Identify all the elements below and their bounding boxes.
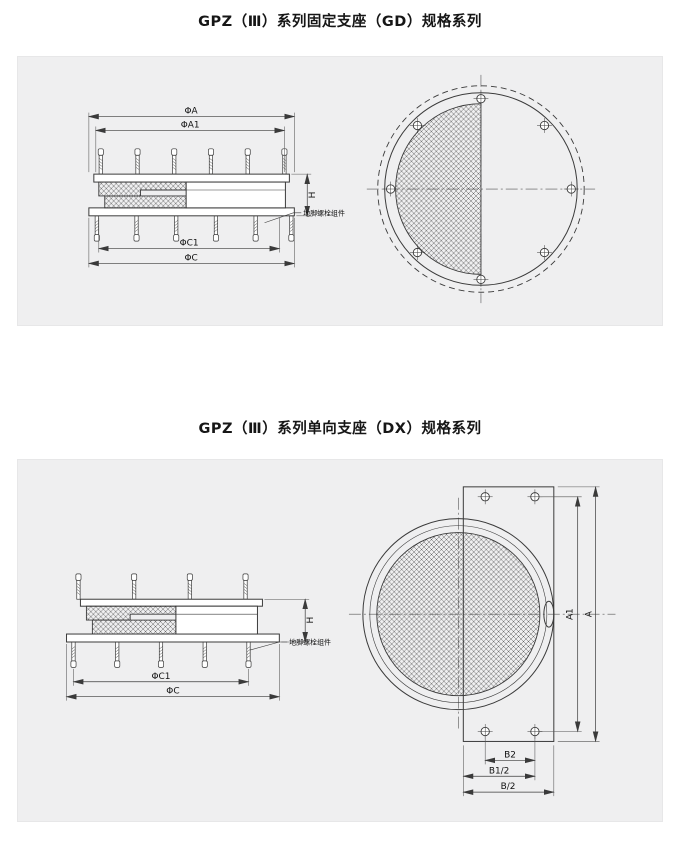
gd-drawing-panel: ΦA ΦA1 ΦC1 ΦC H 地脚螺栓组件 (17, 56, 663, 326)
dim-label-a1: A1 (566, 608, 576, 620)
dim-label-h: H (306, 617, 316, 624)
sectioned-pot-body (104, 195, 187, 209)
dim-label-phi-a: ΦA (185, 107, 199, 117)
dim-label-a: A (585, 610, 595, 617)
anchor-bolts-top (75, 573, 249, 600)
dx-series-title: GPZ（Ⅲ）系列单向支座（DX）规格系列 (198, 421, 482, 437)
bottom-anchor-plate (66, 633, 280, 643)
dim-label-phi-c1: ΦC1 (152, 672, 171, 682)
dx-cross-section-dimensions: H 地脚螺栓组件 ΦC1 ΦC (65, 598, 331, 701)
anchor-bolts-top (97, 148, 288, 175)
anchor-bolts-bottom (70, 641, 252, 668)
sectioned-upper-plate (98, 181, 187, 197)
dim-label-h: H (308, 192, 318, 199)
anchor-bolt-label: 地脚螺栓组件 (303, 208, 345, 217)
sectioned-disc (376, 532, 541, 697)
top-anchor-plate (79, 598, 263, 607)
dim-label-b1-2: B1/2 (489, 766, 510, 776)
sectioned-pot-body (91, 619, 177, 635)
gd-technical-drawing: ΦA ΦA1 ΦC1 ΦC H 地脚螺栓组件 (87, 74, 596, 304)
dx-plan-dimensions: A1 A B2 B1/2 B/2 (462, 485, 600, 797)
sectioned-half-disc (395, 103, 482, 275)
dim-label-phi-c1: ΦC1 (180, 239, 199, 249)
sectioned-upper-plate (85, 605, 177, 621)
gd-plan-view (366, 74, 596, 304)
dx-plan-view (348, 486, 616, 742)
dim-label-phi-c: ΦC (166, 687, 179, 697)
bottom-anchor-plate (88, 207, 295, 217)
bearing-body-outside-view (185, 181, 286, 209)
dx-technical-drawing: H 地脚螺栓组件 ΦC1 ΦC A1 (65, 485, 616, 797)
dim-label-phi-a1: ΦA1 (181, 120, 200, 130)
dx-drawing-panel: H 地脚螺栓组件 ΦC1 ΦC A1 (17, 459, 663, 822)
gd-cross-section-view (88, 148, 295, 242)
gd-series-title: GPZ（Ⅲ）系列固定支座（GD）规格系列 (198, 14, 482, 30)
anchor-bolt-label: 地脚螺栓组件 (289, 637, 331, 646)
bearing-body-outside-view (175, 605, 258, 635)
guide-key-ellipse (543, 600, 555, 628)
inner-outline-circle (369, 525, 548, 703)
anchor-bolt-leader-line (250, 641, 288, 651)
dim-label-b-2: B/2 (501, 782, 516, 792)
dim-label-phi-c: ΦC (184, 253, 197, 263)
dim-label-b2: B2 (504, 750, 516, 760)
gd-dimensions: ΦA ΦA1 ΦC1 ΦC H 地脚螺栓组件 (87, 107, 345, 268)
dx-cross-section-view (66, 573, 280, 668)
anchor-bolt-leader-line (264, 212, 302, 224)
outer-dashed-circle (377, 85, 585, 293)
anchor-bolts-bottom (93, 215, 295, 242)
top-anchor-plate (93, 173, 290, 183)
